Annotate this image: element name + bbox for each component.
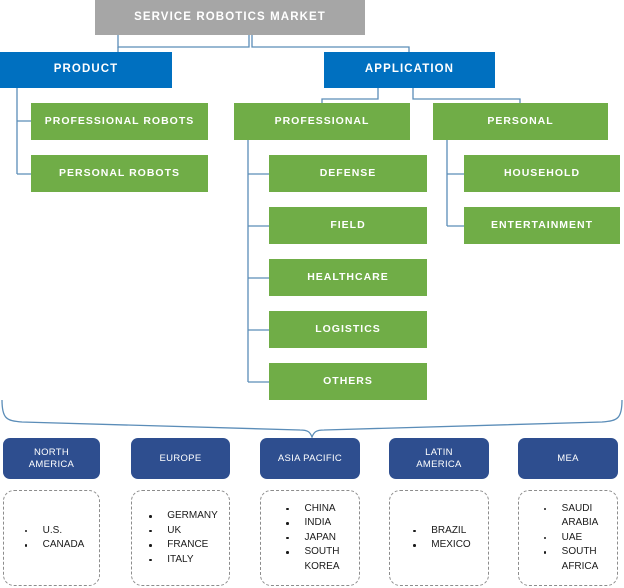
node-professional-robots[interactable]: PROFESSIONAL ROBOTS — [31, 103, 208, 140]
list-item: U.S. — [21, 524, 85, 539]
list-item: UK — [145, 524, 218, 539]
region-body-latin-america: BRAZIL MEXICO — [389, 490, 489, 586]
list-item: BRAZIL — [409, 524, 470, 539]
list-item: CANADA — [21, 538, 84, 553]
region-body-north-america: U.S. CANADA — [3, 490, 100, 586]
country-list-latin-america: BRAZIL MEXICO — [407, 524, 471, 553]
list-item: MEXICO — [409, 538, 471, 553]
region-header-north-america[interactable]: NORTH AMERICA — [3, 438, 100, 479]
list-item: SOUTH AFRICA — [540, 545, 599, 574]
list-item: SOUTH KOREA — [282, 545, 340, 574]
node-others[interactable]: OTHERS — [269, 363, 427, 400]
region-header-asia-pacific[interactable]: ASIA PACIFIC — [260, 438, 360, 479]
country-list-mea: SAUDI ARABIA UAE SOUTH AFRICA — [538, 502, 599, 575]
list-item: FRANCE — [145, 538, 218, 553]
list-item: INDIA — [282, 516, 339, 531]
list-item: UAE — [540, 531, 599, 546]
node-logistics[interactable]: LOGISTICS — [269, 311, 427, 348]
node-root[interactable]: SERVICE ROBOTICS MARKET — [95, 0, 365, 35]
list-item: ITALY — [145, 553, 218, 568]
node-healthcare[interactable]: HEALTHCARE — [269, 259, 427, 296]
node-application[interactable]: APPLICATION — [324, 52, 495, 88]
region-body-asia-pacific: CHINA INDIA JAPAN SOUTH KOREA — [260, 490, 360, 586]
node-product[interactable]: PRODUCT — [0, 52, 172, 88]
list-item: JAPAN — [282, 531, 339, 546]
country-list-north-america: U.S. CANADA — [19, 524, 85, 553]
country-list-europe: GERMANY UK FRANCE ITALY — [143, 509, 218, 567]
list-item: SAUDI ARABIA — [540, 502, 598, 531]
region-header-europe[interactable]: EUROPE — [131, 438, 230, 479]
node-personal-robots[interactable]: PERSONAL ROBOTS — [31, 155, 208, 192]
list-item: CHINA — [282, 502, 339, 517]
node-field[interactable]: FIELD — [269, 207, 427, 244]
region-header-mea[interactable]: MEA — [518, 438, 618, 479]
node-application-professional[interactable]: PROFESSIONAL — [234, 103, 410, 140]
node-entertainment[interactable]: ENTERTAINMENT — [464, 207, 620, 244]
node-household[interactable]: HOUSEHOLD — [464, 155, 620, 192]
region-body-mea: SAUDI ARABIA UAE SOUTH AFRICA — [518, 490, 618, 586]
region-header-latin-america[interactable]: LATIN AMERICA — [389, 438, 489, 479]
list-item: GERMANY — [145, 509, 218, 524]
region-body-europe: GERMANY UK FRANCE ITALY — [131, 490, 230, 586]
node-defense[interactable]: DEFENSE — [269, 155, 427, 192]
country-list-asia-pacific: CHINA INDIA JAPAN SOUTH KOREA — [280, 502, 340, 575]
node-application-personal[interactable]: PERSONAL — [433, 103, 608, 140]
